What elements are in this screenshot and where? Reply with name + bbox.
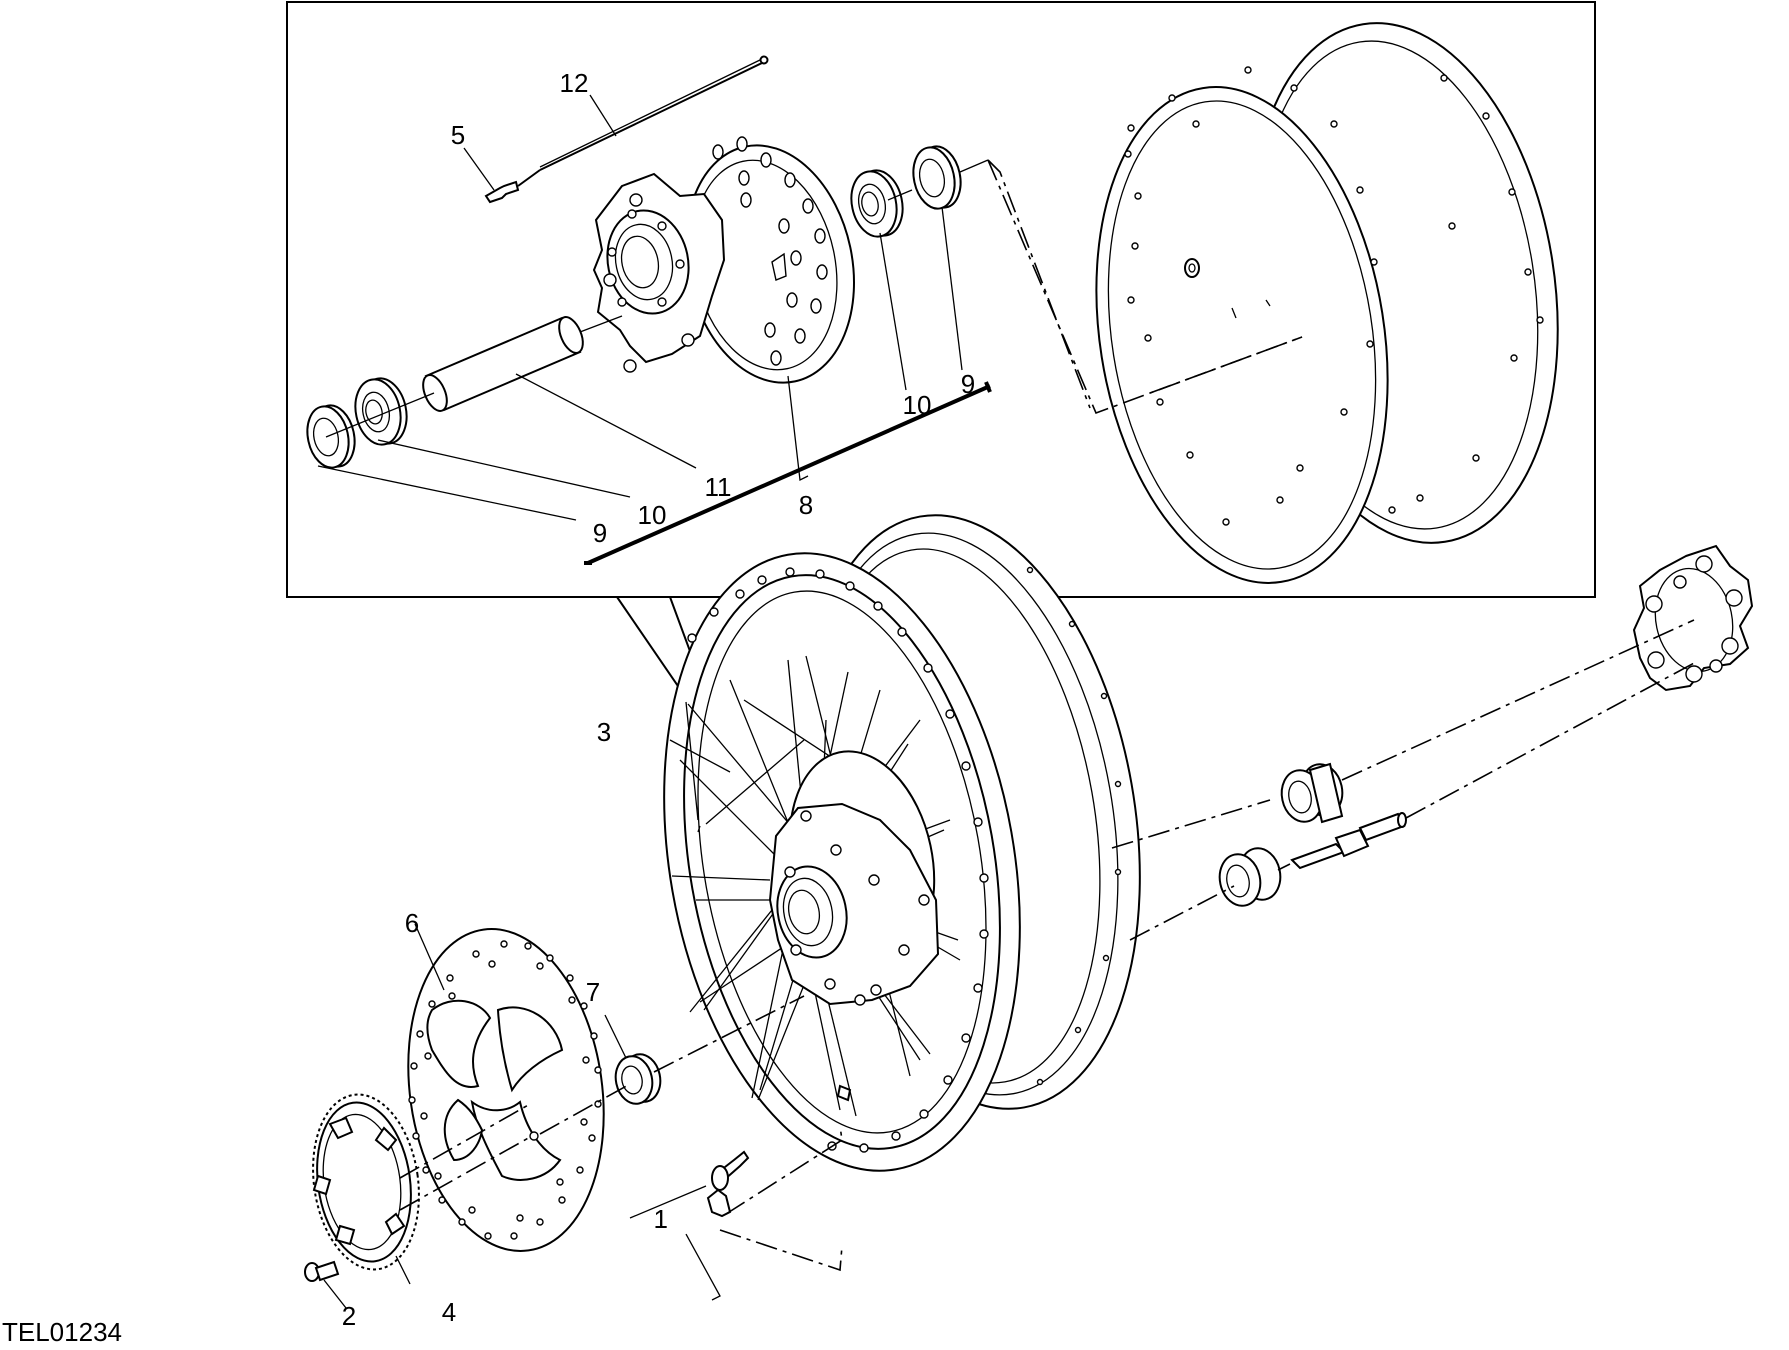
inset-left-bearing xyxy=(354,377,408,446)
callout-10-right: 10 xyxy=(903,390,932,420)
callout-1: 1 xyxy=(654,1204,668,1234)
inset-right-bearing xyxy=(850,169,904,238)
main-wheel xyxy=(663,514,1141,1218)
drawing-code: TEL01234 xyxy=(2,1317,122,1345)
hub-flange-holes xyxy=(712,136,828,366)
callout-6: 6 xyxy=(405,908,419,938)
rear-rim-holes xyxy=(1026,566,1122,1086)
brake-disc xyxy=(407,928,605,1252)
inset-rim xyxy=(1095,22,1559,584)
inset-frame xyxy=(286,1,1596,598)
callout-12: 12 xyxy=(560,68,589,98)
abs-tone-ring xyxy=(312,1093,420,1271)
callout-2: 2 xyxy=(342,1301,356,1331)
inset-spacer xyxy=(422,316,584,412)
callout-5: 5 xyxy=(451,120,465,150)
disc-bolt xyxy=(304,1260,340,1282)
sprocket-carrier xyxy=(1632,544,1754,692)
spacer-7 xyxy=(614,1053,662,1105)
inset-rim-holes xyxy=(1124,66,1544,526)
wheel-axle-pin xyxy=(1290,812,1407,870)
callout-3: 3 xyxy=(597,717,611,747)
inset-hub xyxy=(592,136,855,384)
callout-11: 11 xyxy=(705,472,732,502)
right-spacers xyxy=(1218,762,1344,907)
callout-9-right: 9 xyxy=(961,369,975,399)
disc-holes xyxy=(408,940,602,1240)
tyre-valve xyxy=(706,1084,852,1218)
inset-axis-and-leaders xyxy=(317,94,1303,565)
main-hub xyxy=(768,750,940,1006)
main-leaders xyxy=(323,739,731,1309)
callout-9-left: 9 xyxy=(593,518,607,548)
callout-labels: 1 2 3 4 5 6 7 8 9 9 10 10 11 12 xyxy=(342,68,975,1331)
inset-left-seal xyxy=(306,404,356,469)
inset-spoke xyxy=(484,55,769,204)
main-axis-lines xyxy=(399,619,1697,1272)
callout-4: 4 xyxy=(442,1297,456,1327)
callout-10-left: 10 xyxy=(638,500,667,530)
callout-8: 8 xyxy=(799,490,813,520)
front-rim-holes xyxy=(687,567,989,1153)
inset-right-seal xyxy=(912,145,962,210)
callout-7: 7 xyxy=(586,977,600,1007)
